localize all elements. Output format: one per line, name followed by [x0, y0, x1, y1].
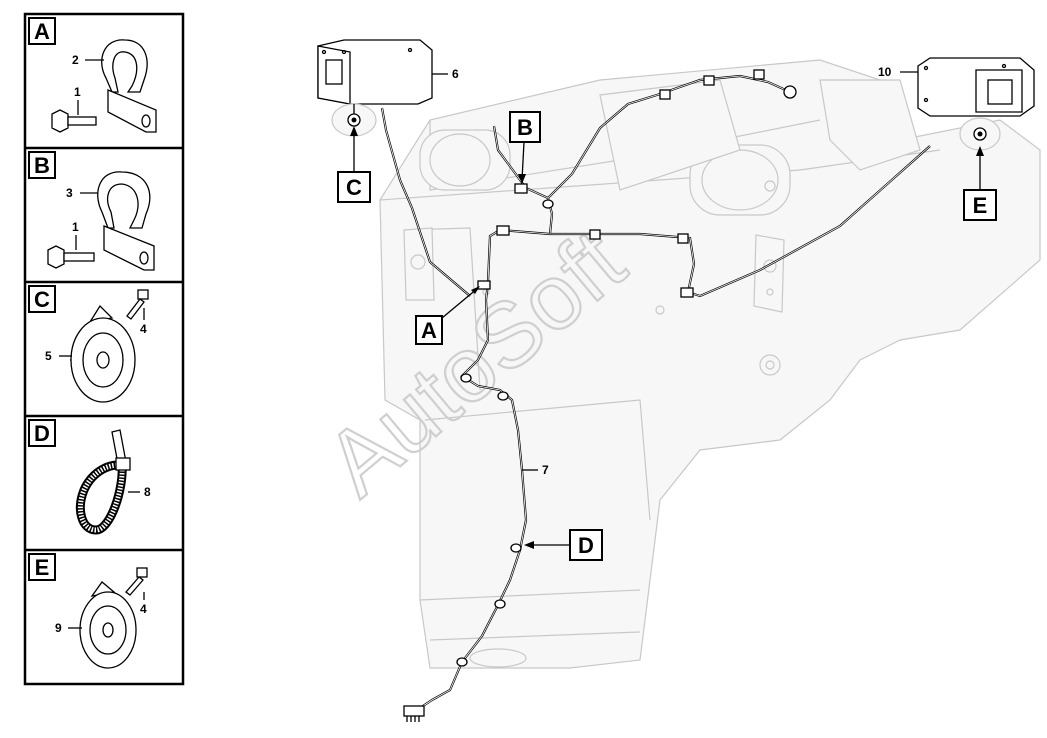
work-light-right: [917, 57, 1035, 151]
panel-c-part-5: 5: [45, 349, 52, 363]
detail-marker-c: C: [337, 126, 371, 203]
detail-marker-d: D: [524, 529, 603, 561]
cable-tie-icon: [76, 429, 131, 535]
svg-text:E: E: [973, 193, 988, 218]
svg-text:B: B: [517, 115, 533, 140]
panel-e-part-9: 9: [55, 621, 62, 635]
detail-marker-e: E: [963, 146, 997, 221]
panel-b-label: B: [34, 153, 50, 178]
panel-b-part-2: 1: [72, 220, 79, 234]
legend-panel-d: D 8: [28, 419, 151, 535]
svg-text:C: C: [346, 175, 362, 200]
p-clamp-wide-icon: [97, 171, 155, 271]
panel-c-label: C: [34, 287, 50, 312]
cable-harness: [380, 69, 931, 722]
bolt-icon: [47, 245, 95, 269]
detail-marker-a: A: [415, 286, 480, 345]
panel-e-label: E: [35, 555, 50, 580]
horn-icon: [79, 581, 137, 669]
callout-cable-harness: 7: [542, 463, 549, 477]
callout-work-light-right: 10: [878, 65, 892, 79]
panel-d-part-8: 8: [144, 485, 151, 499]
work-light-left: [317, 39, 433, 137]
panel-e-part-4: 4: [140, 602, 147, 616]
bolt-icon: [51, 109, 97, 133]
panel-a-part-2: 1: [74, 85, 81, 99]
bolt-icon: [125, 567, 148, 596]
panel-d-label: D: [34, 421, 50, 446]
legend-panel-e: E 9 4: [28, 553, 148, 669]
panel-a-label: A: [34, 19, 50, 44]
panel-a-part-1: 2: [72, 53, 79, 67]
legend-panel-a: A 2 1: [28, 17, 157, 133]
bolt-icon: [126, 289, 149, 320]
loader-frame-illustration: [379, 59, 1041, 669]
panel-b-part-1: 3: [66, 186, 73, 200]
callout-work-light-left: 6: [452, 67, 459, 81]
legend-panel-c: C 5 4: [28, 285, 149, 403]
panel-c-part-4: 4: [140, 322, 147, 336]
p-clamp-icon: [101, 39, 157, 133]
legend-panel-b: B 3 1: [28, 151, 155, 271]
svg-text:A: A: [421, 318, 437, 343]
svg-text:D: D: [578, 533, 594, 558]
detail-marker-b: B: [509, 111, 541, 184]
